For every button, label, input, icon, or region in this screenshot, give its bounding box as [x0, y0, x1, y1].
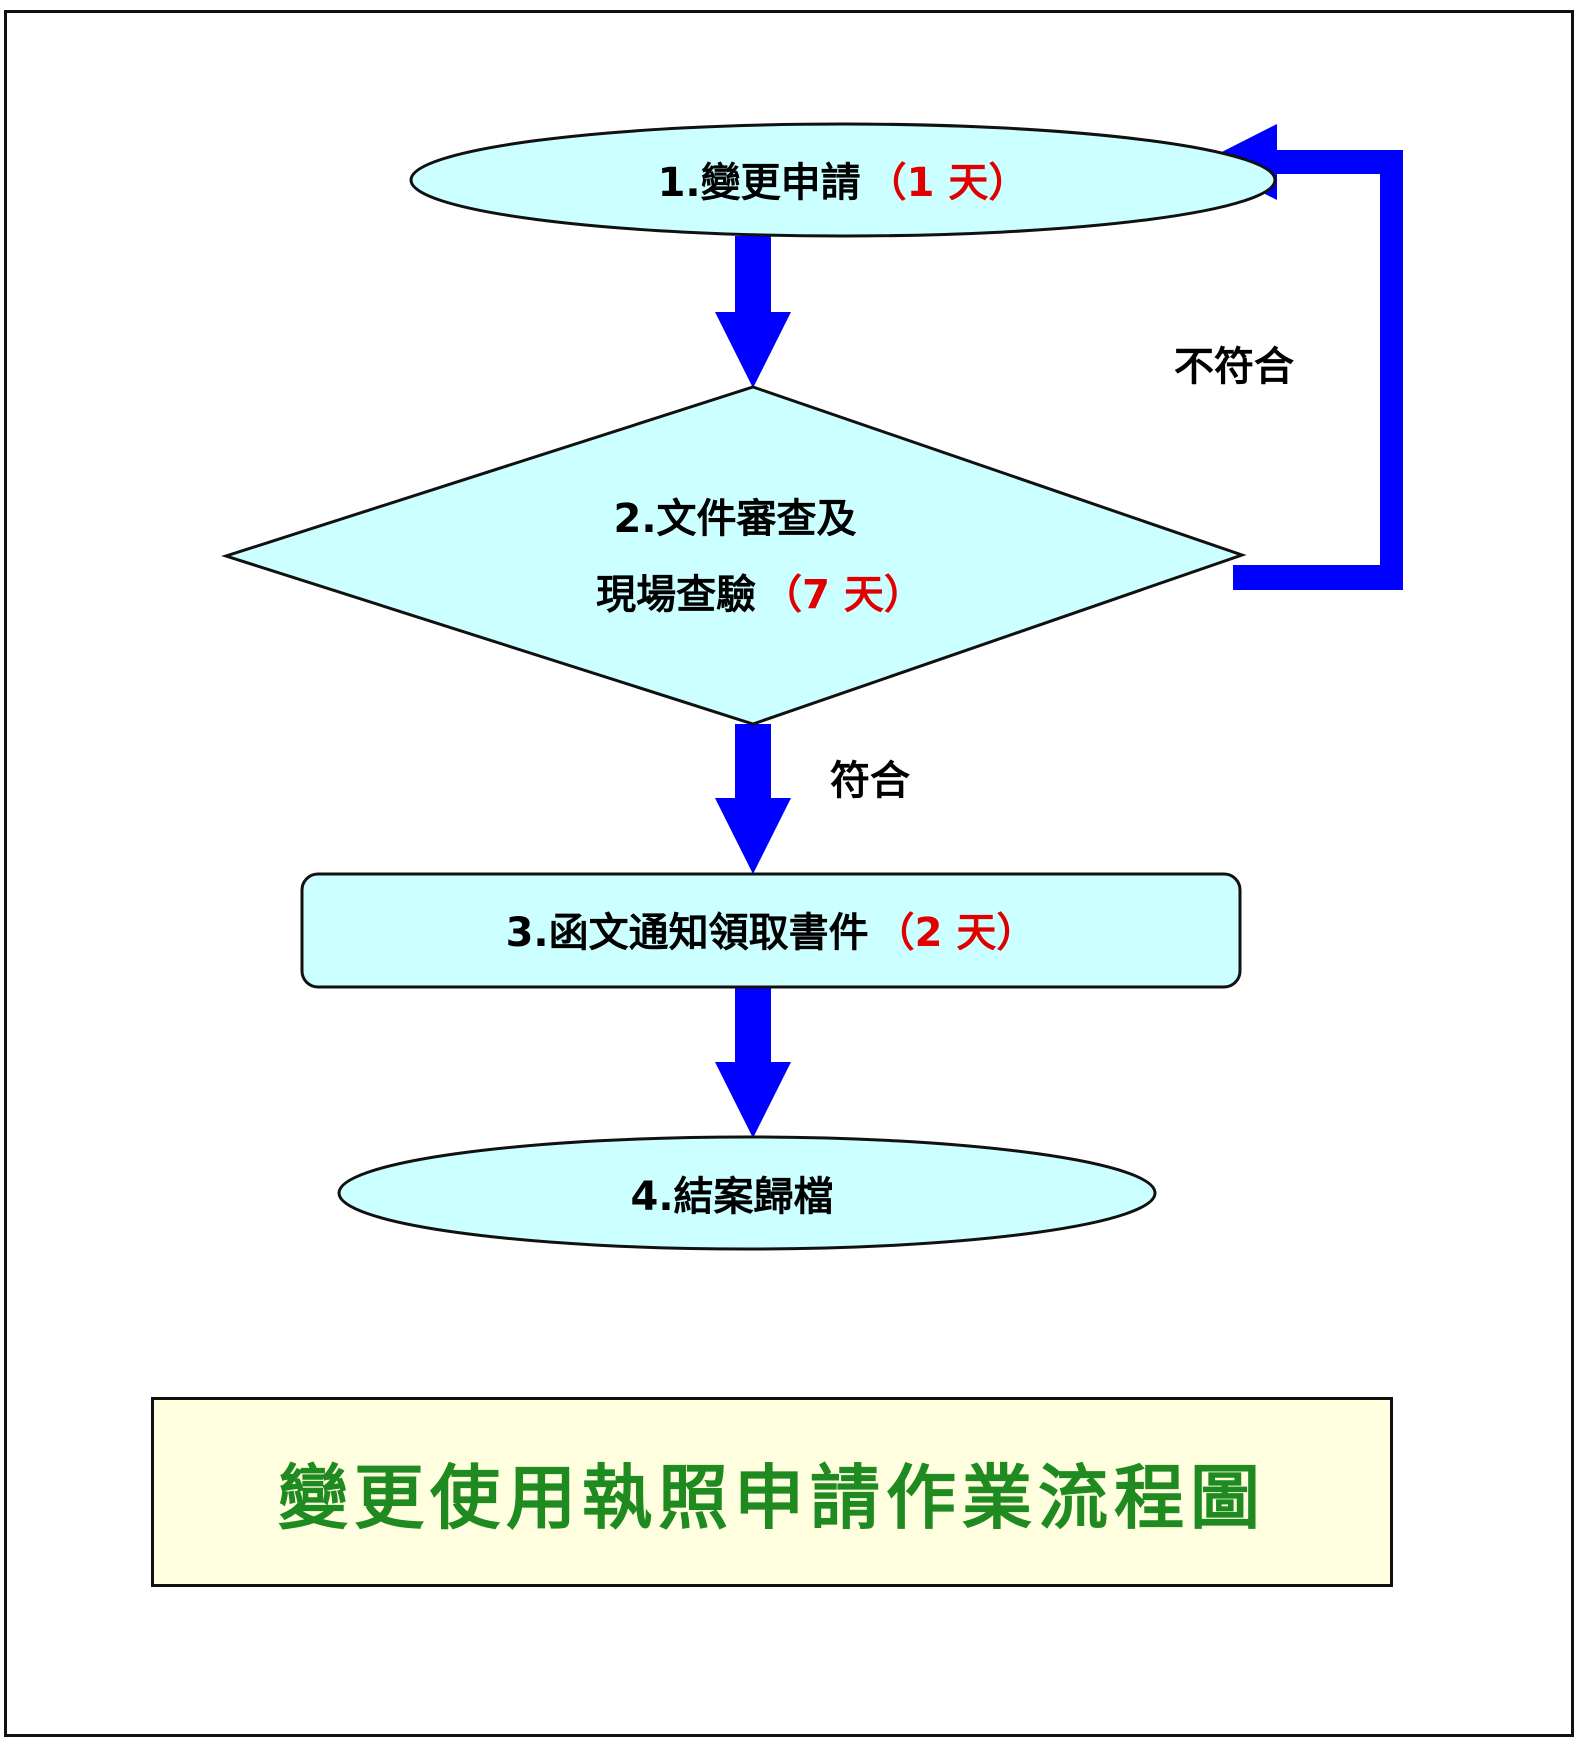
step2-line1: 2.文件審查及: [613, 496, 856, 542]
arrow-step1-to-step2: [715, 236, 791, 388]
step1-label: 1.變更申請: [658, 160, 861, 206]
node-step1: 1.變更申請（1 天）: [409, 122, 1277, 238]
node-step4: 4.結案歸檔: [337, 1135, 1157, 1251]
step1-text: 1.變更申請（1 天）: [658, 160, 1029, 206]
edge-label-fail: 不符合: [1174, 344, 1294, 390]
arrow-step2-to-step3: [715, 724, 791, 874]
step2-duration: （7 天）: [762, 572, 924, 618]
step3-text: 3.函文通知領取書件（2 天）: [506, 910, 1037, 956]
arrow-step3-to-step4: [715, 988, 791, 1138]
edge-label-pass: 符合: [830, 758, 910, 804]
diagram-frame: [4, 10, 1574, 1737]
diagram-caption: 變更使用執照申請作業流程圖: [278, 1456, 1266, 1539]
caption-box: 變更使用執照申請作業流程圖: [151, 1397, 1393, 1587]
node-step3: 3.函文通知領取書件（2 天）: [300, 872, 1242, 989]
step3-duration: （2 天）: [875, 910, 1037, 956]
step1-duration: （1 天）: [867, 160, 1029, 206]
step2-line2: 現場查驗: [596, 572, 756, 618]
step3-label: 3.函文通知領取書件: [506, 910, 869, 956]
step2-text-line2: 現場查驗（7 天）: [596, 572, 924, 618]
node-step2-decision: 2.文件審查及 現場查驗（7 天）: [221, 385, 1247, 726]
step4-label: 4.結案歸檔: [630, 1174, 833, 1220]
